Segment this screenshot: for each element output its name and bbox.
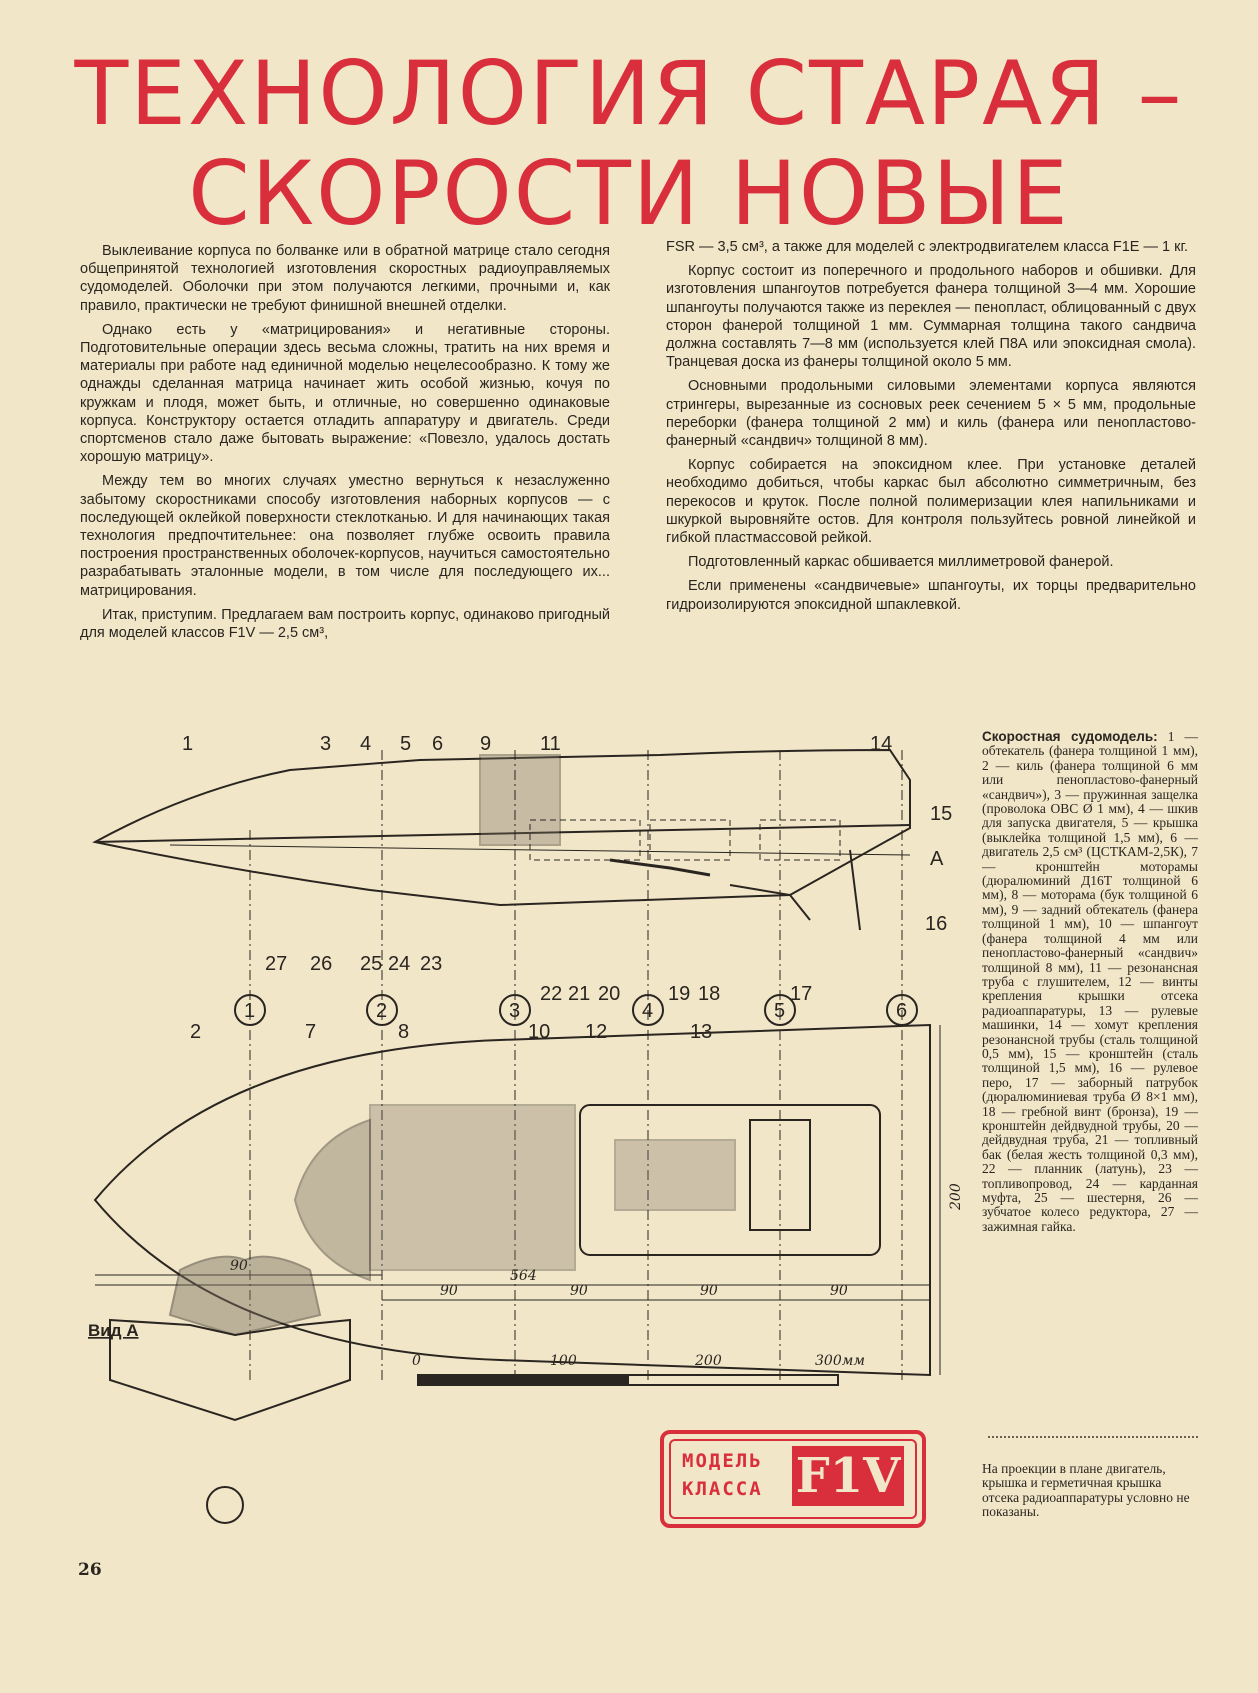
part-label: 19 — [668, 983, 690, 1005]
view-a-section — [168, 1255, 322, 1337]
dimension-label: 90 — [700, 1283, 718, 1299]
station-label: 2 — [376, 1000, 387, 1022]
part-label: 8 — [398, 1021, 409, 1043]
part-label: 16 — [925, 913, 947, 935]
part-label: 6 — [432, 733, 443, 755]
part-label: 27 — [265, 953, 287, 975]
part-label: 1 — [182, 733, 193, 755]
model-class-badge: МОДЕЛЬ КЛАССА F1V — [660, 1430, 926, 1528]
paragraph: Корпус собирается на эпоксидном клее. Пр… — [666, 457, 1196, 547]
part-label: 4 — [360, 733, 371, 755]
badge-line2: КЛАССА — [682, 1478, 763, 1500]
part-label: 17 — [790, 983, 812, 1005]
left-text-column: Выклеивание корпуса по болванке или в об… — [80, 242, 610, 648]
paragraph: Если применены «сандвичевые» шпангоуты, … — [666, 578, 1196, 613]
part-label: 26 — [310, 953, 332, 975]
dimension-label: 90 — [230, 1258, 248, 1274]
part-label: 7 — [305, 1021, 316, 1043]
part-label: 23 — [420, 953, 442, 975]
station-label: 3 — [509, 1000, 520, 1022]
part-label: 18 — [698, 983, 720, 1005]
station-label: 5 — [774, 1000, 785, 1022]
article-title-line1: ТЕХНОЛОГИЯ СТАРАЯ – — [74, 42, 1184, 145]
article-title-line2: СКОРОСТИ НОВЫЕ — [188, 142, 1070, 245]
dimension-label: 90 — [440, 1283, 458, 1299]
paragraph: Выклеивание корпуса по болванке или в об… — [80, 243, 610, 314]
paragraph: Между тем во многих случаях уместно верн… — [80, 473, 610, 599]
paragraph: Подготовленный каркас обшивается миллиме… — [688, 554, 1114, 571]
part-label: 15 — [930, 803, 952, 825]
scale-label: 0 — [412, 1353, 421, 1369]
paragraph: Основными продольными силовыми элементам… — [666, 378, 1196, 450]
boat-technical-drawing: 1 2 3 4 5 6 1 3 4 5 6 9 11 14 15 A 16 27… — [88, 733, 964, 1524]
figure-caption: Скоростная судомодель: 1 — обтекатель (ф… — [982, 729, 1198, 1234]
part-label: 2 — [190, 1021, 201, 1043]
dimension-label: 564 — [510, 1268, 537, 1284]
part-label: 24 — [388, 953, 410, 975]
projection-note: На проекции в плане двигатель, крышка и … — [982, 1461, 1190, 1520]
station-label: 4 — [642, 1000, 653, 1022]
part-label: 11 — [540, 733, 561, 755]
dimension-label: 90 — [570, 1283, 588, 1299]
badge-line1: МОДЕЛЬ — [682, 1450, 763, 1472]
part-label: 20 — [598, 983, 620, 1005]
badge-class: F1V — [792, 1446, 904, 1506]
scale-label: 300мм — [815, 1353, 865, 1369]
paragraph: FSR — 3,5 см³, а также для моделей с эле… — [666, 239, 1188, 255]
caption-heading: Скоростная судомодель: — [982, 729, 1158, 744]
caption-text: 1 — обтекатель (фанера толщиной 1 мм), 2… — [982, 729, 1198, 1234]
part-label: 10 — [528, 1021, 550, 1043]
part-label: 14 — [870, 733, 892, 755]
plan-view-hull — [93, 1023, 931, 1377]
part-label: 25 — [360, 953, 382, 975]
side-view-hull — [92, 748, 911, 907]
view-a-label: Вид А — [88, 1321, 139, 1340]
dimension-label: 200 — [948, 1183, 964, 1211]
dimension-label: 90 — [830, 1283, 848, 1299]
paragraph: Корпус состоит из поперечного и продольн… — [666, 263, 1196, 371]
divider — [988, 1436, 1198, 1438]
station-label: 6 — [896, 1000, 907, 1022]
scale-label: 200 — [694, 1353, 722, 1369]
paragraph: Итак, приступим. Предлагаем вам построит… — [80, 606, 610, 642]
part-label: 13 — [690, 1021, 712, 1043]
part-label: 3 — [320, 733, 331, 755]
scale-label: 100 — [550, 1353, 577, 1369]
paragraph: Однако есть у «матрицирования» и негатив… — [80, 321, 610, 466]
page-number: 26 — [78, 1560, 102, 1580]
station-label: 1 — [244, 1000, 255, 1022]
part-label: 9 — [480, 733, 491, 755]
part-label: 22 — [540, 983, 562, 1005]
part-label: 21 — [568, 983, 590, 1005]
right-text-column: FSR — 3,5 см³, а также для моделей с эле… — [666, 238, 1196, 620]
part-label: 5 — [400, 733, 411, 755]
part-label: 12 — [585, 1021, 607, 1043]
part-label: A — [930, 848, 944, 870]
